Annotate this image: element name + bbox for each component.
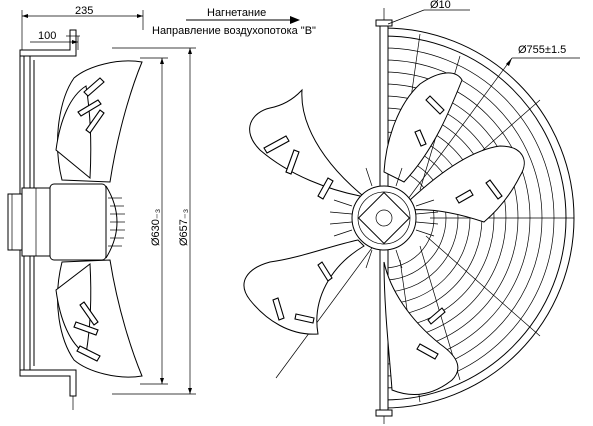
fan-blades [243,72,525,396]
dim-d755: Ø755±1.5 [518,44,566,56]
side-view: 235 100 [7,5,196,410]
dim-d10: Ø10 [430,0,451,11]
airflow-arrow-icon [290,16,300,24]
dim-d630: Ø630₋₃ [150,209,162,246]
fan-hub [329,167,439,269]
airflow-title: Нагнетание [207,7,266,19]
airflow-annotation: Нагнетание Направление воздухопотока "B" [152,7,316,37]
front-view: Ø10 Ø755±1.5 [243,0,580,424]
dim-total-depth: 235 [75,5,93,17]
dim-depth-100: 100 [38,30,56,42]
dim-d657: Ø657₋₃ [178,209,190,246]
airflow-direction: Направление воздухопотока "B" [152,25,316,37]
